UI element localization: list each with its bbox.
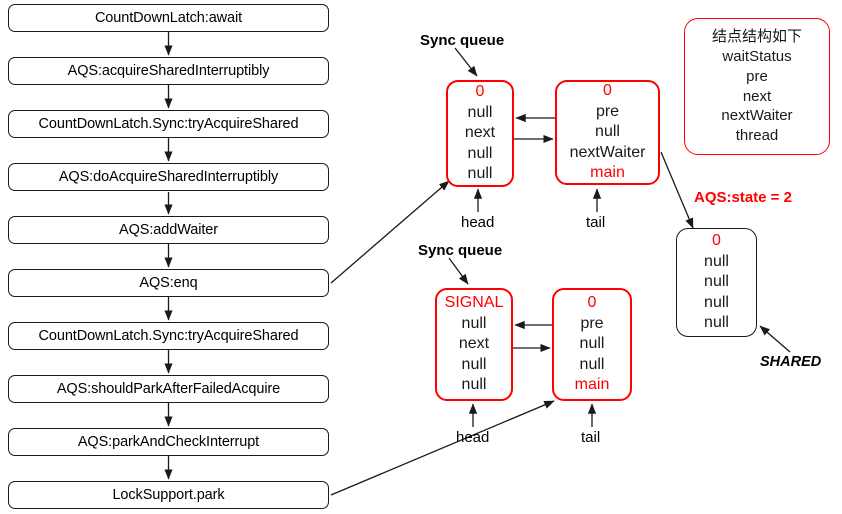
queue1-head-thread: null [467, 165, 493, 183]
queue2-head-node[interactable]: SIGNAL null next null null [435, 288, 513, 401]
queue2-head-label: head [456, 429, 490, 446]
queue1-tail-pre: pre [595, 102, 620, 120]
flow-step-locksupport-park[interactable]: LockSupport.park [8, 481, 329, 509]
queue1-tail-next: null [595, 123, 620, 141]
queue2-head-pre: null [461, 314, 487, 332]
queue1-tail-nextwaiter: nextWaiter [569, 143, 646, 161]
queue2-head-nextwaiter: null [461, 355, 487, 373]
queue2-tail-node[interactable]: 0 pre null null main [552, 288, 632, 401]
queue2-tail-nextwaiter: null [579, 355, 605, 373]
queue1-head-nextwaiter: null [467, 144, 493, 162]
legend-thread: thread [735, 127, 779, 145]
shared-label: SHARED [760, 354, 822, 370]
flow-step-addwaiter[interactable]: AQS:addWaiter [8, 216, 329, 244]
flow-step-enq[interactable]: AQS:enq [8, 269, 329, 297]
queue1-head-waitstatus: 0 [475, 83, 485, 101]
queue2-tail-pre: pre [580, 314, 604, 332]
queue2-head-waitstatus: SIGNAL [444, 294, 504, 312]
queue1-tail-node[interactable]: 0 pre null nextWaiter main [555, 80, 660, 185]
flow-step-shouldparkafterfailedacquire[interactable]: AQS:shouldParkAfterFailedAcquire [8, 375, 329, 403]
flow-step-tryacquireshared-2[interactable]: CountDownLatch.Sync:tryAcquireShared [8, 322, 329, 350]
queue2-tail-label: tail [581, 429, 601, 446]
shared-node-waitstatus: 0 [712, 232, 721, 250]
node-structure-legend: 结点结构如下 waitStatus pre next nextWaiter th… [684, 18, 830, 155]
shared-node[interactable]: 0 null null null null [676, 228, 757, 337]
legend-nextwaiter: nextWaiter [721, 107, 793, 125]
queue1-head-next: next [464, 124, 496, 142]
queue1-head-node[interactable]: 0 null next null null [446, 80, 514, 187]
shared-node-next: null [704, 273, 729, 291]
flow-step-doacquireshared-interruptibly[interactable]: AQS:doAcquireSharedInterruptibly [8, 163, 329, 191]
legend-title: 结点结构如下 [711, 27, 802, 45]
aqs-state-label: AQS:state = 2 [694, 189, 792, 206]
shared-node-thread: null [704, 314, 729, 332]
queue2-tail-thread: main [574, 376, 610, 394]
queue1-tail-thread: main [590, 164, 625, 182]
flow-step-countdownlatch-await[interactable]: CountDownLatch:await [8, 4, 329, 32]
sync-queue-title-1: Sync queue [420, 32, 505, 49]
queue2-tail-next: null [579, 335, 605, 353]
flow-step-tryacquireshared-1[interactable]: CountDownLatch.Sync:tryAcquireShared [8, 110, 329, 138]
legend-pre: pre [746, 67, 768, 85]
flow-step-parkandcheckinterrupt[interactable]: AQS:parkAndCheckInterrupt [8, 428, 329, 456]
legend-waitstatus: waitStatus [722, 47, 792, 65]
queue2-head-thread: null [461, 376, 487, 394]
queue1-head-pre: null [467, 103, 493, 121]
queue2-tail-waitstatus: 0 [587, 294, 597, 312]
shared-node-nextwaiter: null [704, 293, 729, 311]
sync-queue-title-2: Sync queue [418, 242, 503, 259]
shared-node-pre: null [704, 252, 729, 270]
queue1-tail-label: tail [586, 214, 606, 231]
legend-next: next [742, 87, 772, 105]
queue1-tail-waitstatus: 0 [603, 82, 612, 100]
queue2-head-next: next [458, 335, 490, 353]
queue1-head-label: head [461, 214, 495, 231]
flow-step-acquireshared-interruptibly[interactable]: AQS:acquireSharedInterruptibly [8, 57, 329, 85]
